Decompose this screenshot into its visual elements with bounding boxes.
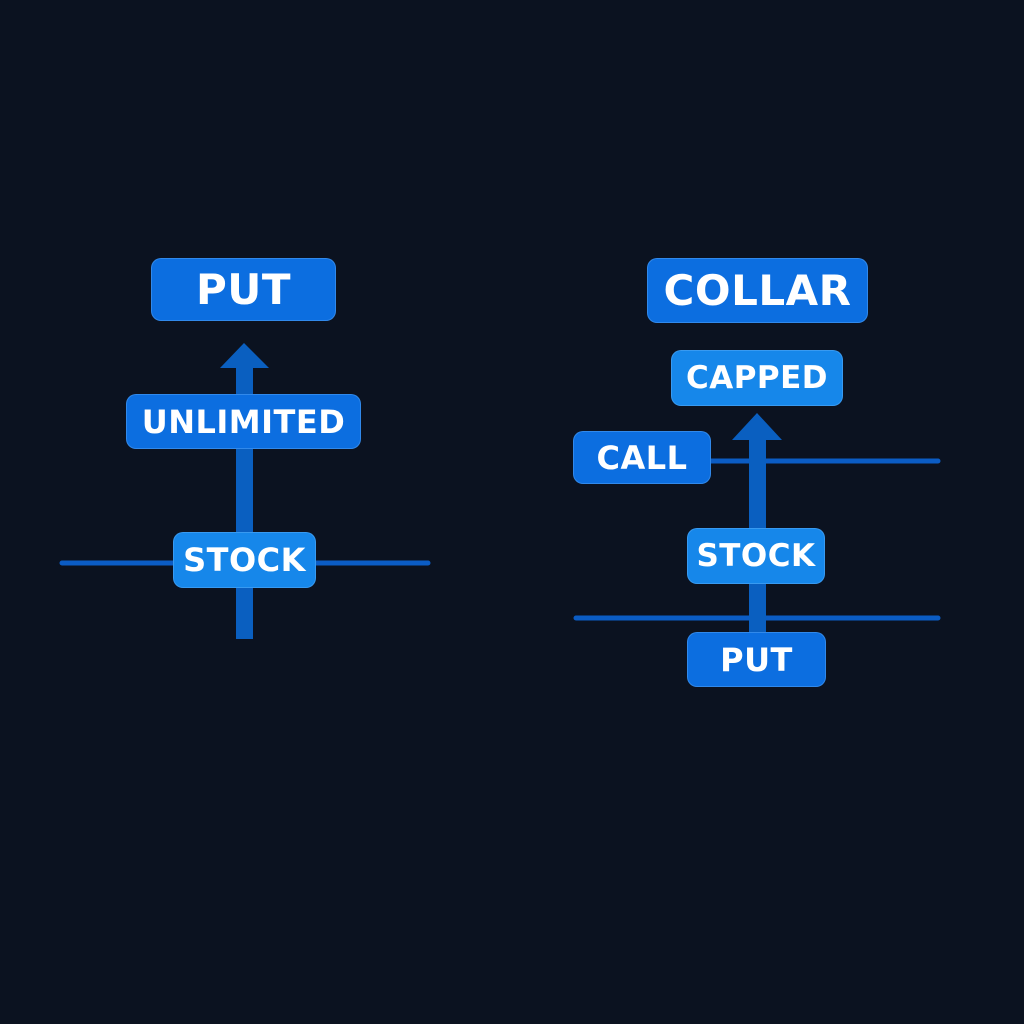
right-label-stock: STOCK [687,528,825,584]
left-label-unlimited: UNLIMITED [126,394,361,449]
right-label-call: CALL [573,431,711,484]
left-label-stock: STOCK [173,532,316,588]
left-title-put: PUT [151,258,336,321]
right-arrow-head [732,413,782,440]
right-title-collar: COLLAR [647,258,868,323]
right-label-put: PUT [687,632,826,687]
left-arrow-head [220,343,269,368]
right-label-capped: CAPPED [671,350,843,406]
